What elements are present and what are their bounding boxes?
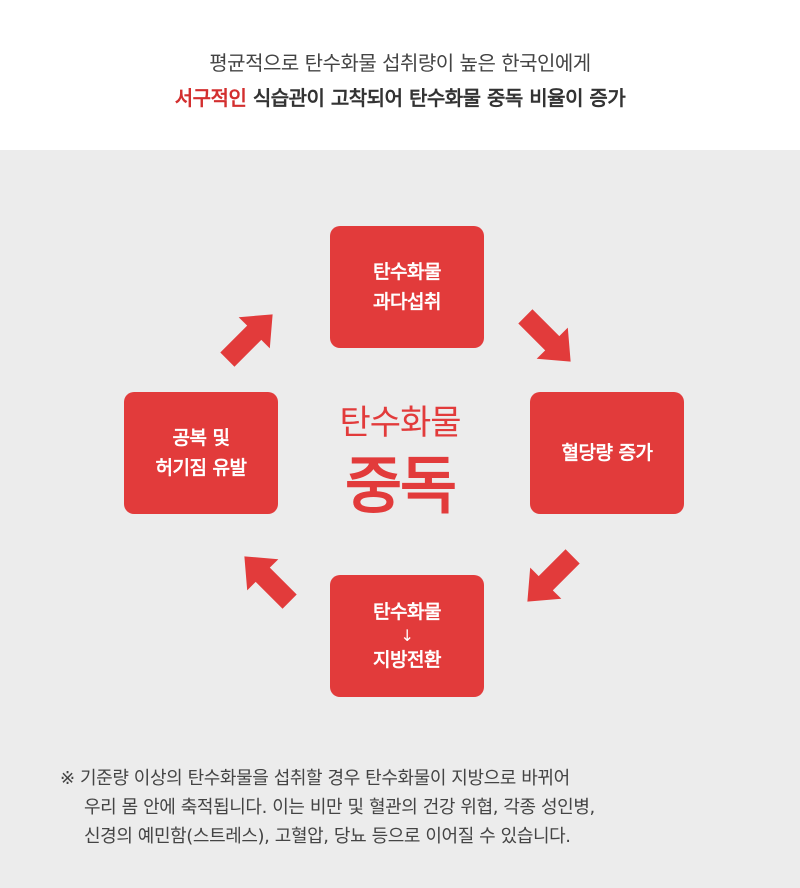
box-blood-sugar-line1: 혈당량 증가 — [561, 442, 653, 464]
box-excess-intake-line1: 탄수화물 — [373, 261, 441, 283]
box-excess-intake-line2: 과다섭취 — [373, 291, 441, 313]
center-title-big: 중독 — [344, 449, 457, 522]
down-arrow-icon: ↓ — [400, 626, 414, 645]
header-line-1: 평균적으로 탄수화물 섭취량이 높은 한국인에게 — [209, 51, 591, 75]
cycle-diagram-panel: 탄수화물 과다섭취 혈당량 증가 탄수화물 ↓ 지방전환 공복 및 허기짐 유발… — [0, 150, 800, 888]
footnote-line-1: ※ 기준량 이상의 탄수화물을 섭취할 경우 탄수화물이 지방으로 바뀌어 — [60, 764, 780, 793]
header-line-2: 서구적인 식습관이 고착되어 탄수화물 중독 비율이 증가 — [0, 82, 800, 111]
footnote-line-3: 신경의 예민함(스트레스), 고혈압, 당뇨 등으로 이어질 수 있습니다. — [84, 826, 571, 847]
header: 평균적으로 탄수화물 섭취량이 높은 한국인에게 서구적인 식습관이 고착되어 … — [0, 0, 800, 150]
box-hunger-line1: 공복 및 — [172, 427, 230, 449]
arrow-up-left-icon — [244, 556, 297, 609]
footnote: ※ 기준량 이상의 탄수화물을 섭취할 경우 탄수화물이 지방으로 바뀌어 우리… — [60, 764, 780, 851]
box-excess-intake: 탄수화물 과다섭취 — [330, 226, 484, 348]
box-fat-conversion: 탄수화물 ↓ 지방전환 — [330, 575, 484, 697]
arrow-down-left-icon — [527, 549, 580, 602]
header-line-2-rest: 식습관이 고착되어 탄수화물 중독 비율이 증가 — [246, 86, 626, 110]
box-fat-conversion-line2: 지방전환 — [373, 649, 441, 671]
reference-mark: ※ — [60, 768, 75, 789]
box-hunger: 공복 및 허기짐 유발 — [124, 392, 278, 514]
box-fat-conversion-line1: 탄수화물 — [373, 601, 441, 623]
header-accent-text: 서구적인 — [174, 86, 247, 110]
box-blood-sugar: 혈당량 증가 — [530, 392, 684, 514]
arrow-up-right-icon — [220, 314, 273, 367]
footnote-line-1-text: 기준량 이상의 탄수화물을 섭취할 경우 탄수화물이 지방으로 바뀌어 — [74, 768, 570, 789]
footnote-line-2: 우리 몸 안에 축적됩니다. 이는 비만 및 혈관의 건강 위협, 각종 성인병… — [84, 797, 595, 818]
arrow-down-right-icon — [518, 309, 571, 362]
center-title: 탄수화물 — [339, 403, 461, 443]
box-hunger-line2: 허기짐 유발 — [155, 457, 247, 479]
